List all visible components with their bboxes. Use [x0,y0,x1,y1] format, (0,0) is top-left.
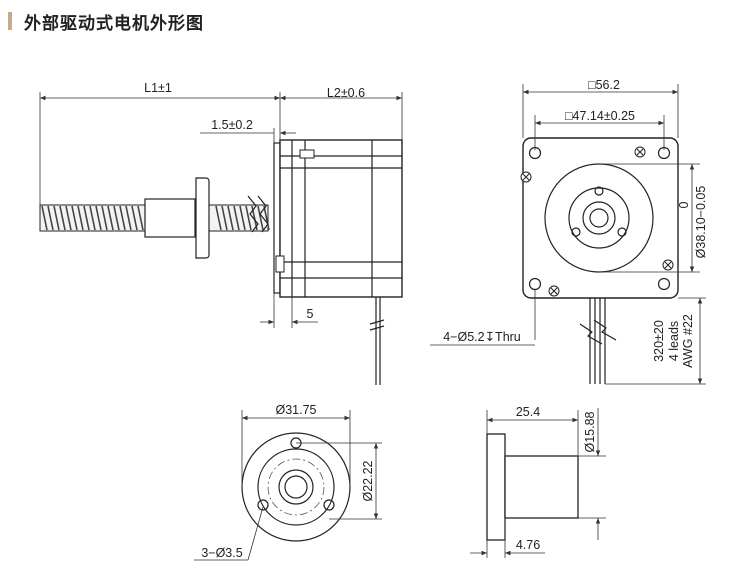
thread-line [119,205,126,231]
break-symbol [247,195,259,233]
mount-hole [528,277,542,291]
break-symbol-2 [257,195,269,233]
thread-line [41,205,48,231]
dim-nut-flange: 4.76 [516,538,540,552]
thread-line [215,205,222,231]
thread-line [227,205,234,231]
front-wires [579,298,617,384]
dim-leads-length: 320±20 [652,320,666,362]
screw-icon [662,259,674,271]
title-accent-bar [8,12,12,30]
dim-nut-length: 25.4 [516,405,540,419]
thread-line [113,205,120,231]
thread-line [89,205,96,231]
dim-nut-pcd: Ø22.22 [361,460,375,501]
dim-nut-od: Ø31.75 [275,403,316,417]
dim-holes: 4−Ø5.2↧Thru [443,330,521,344]
dim-47-14: □47.14±0.25 [565,109,635,123]
thread-line [245,205,252,231]
thread-line [221,205,228,231]
flange-square [522,137,679,299]
thread-line [131,205,138,231]
nut-front-view: Ø31.75 Ø22.22 3−Ø3.5 [194,403,382,561]
thread-line [257,205,264,231]
dim-l2: L2±0.6 [327,86,365,100]
dim-bore-top: 0 [677,201,691,208]
motor-body [273,139,403,298]
mount-hole [657,277,671,291]
thread-line [47,205,54,231]
dim-1-5: 1.5±0.2 [211,118,253,132]
side-wires [369,297,385,385]
thread-line [65,205,72,231]
thread-line [125,205,132,231]
thread-line [239,205,246,231]
front-view: □56.2 □47.14±0.25 0 Ø38.10−0.05 4−Ø5.2↧T… [430,78,708,385]
thread-line [83,205,90,231]
dim-l1: L1±1 [144,81,172,95]
screw-icon [520,171,532,183]
dim-nut-holes: 3−Ø3.5 [201,546,242,560]
dim-nut-body: Ø15.88 [583,411,597,452]
screw-icon [548,285,560,297]
thread-line [137,205,144,231]
dim-56-2: □56.2 [588,78,620,92]
thread-line [107,205,114,231]
dim-bore: Ø38.10−0.05 [694,186,708,259]
thread-line [101,205,108,231]
thread-line [95,205,102,231]
thread-line [77,205,84,231]
side-view: L1±1 L2±0.6 1.5±0.2 5 [39,81,403,385]
screw-nut [144,177,210,259]
thread-line [263,205,270,231]
section-title: 外部驱动式电机外形图 [8,10,204,34]
dim-5: 5 [307,307,314,321]
title-text: 外部驱动式电机外形图 [24,13,204,34]
thread-line [71,205,78,231]
thread-line [233,205,240,231]
nut-side-view: 25.4 Ø15.88 4.76 [470,405,606,558]
thread-line [59,205,66,231]
dim-leads-awg: AWG #22 [681,314,695,368]
dim-leads-count: 4 leads [667,321,681,361]
screw-icon [634,146,646,158]
thread-line [53,205,60,231]
